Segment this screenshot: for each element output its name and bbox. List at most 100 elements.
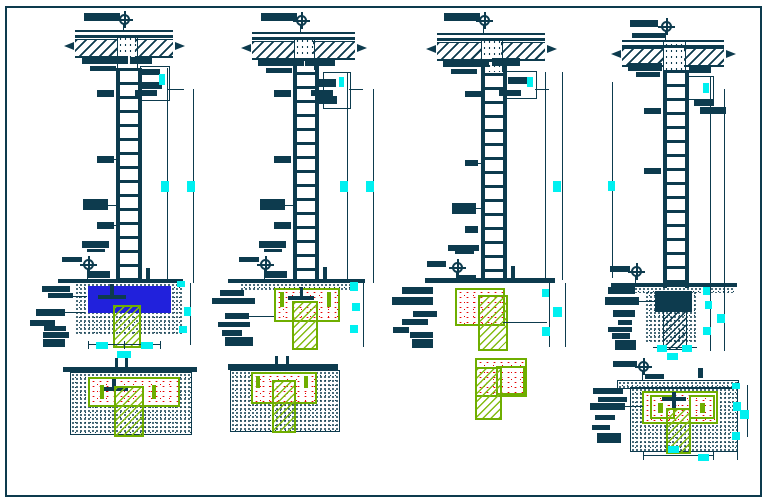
- dimension-value-highlight: [96, 342, 108, 349]
- dimension-value-highlight: [366, 181, 374, 192]
- dimension-value-highlight: [703, 83, 709, 93]
- rebar-mark: [700, 403, 705, 413]
- rebar-outline: [689, 395, 715, 419]
- dimension-line: [737, 382, 738, 460]
- leader-line: [108, 205, 116, 206]
- dimension-value-highlight: [177, 281, 185, 287]
- annotation-text-block: [225, 337, 253, 346]
- dimension-line: [123, 23, 124, 31]
- level-marker-icon: [257, 256, 274, 273]
- dowel-pin: [115, 358, 118, 368]
- annotation-text-block: [444, 13, 480, 21]
- dimension-value-highlight: [657, 345, 667, 352]
- pier-hatch: [475, 367, 502, 420]
- dowel-pin: [511, 266, 515, 279]
- dimension-value-highlight: [733, 402, 741, 411]
- annotation-text-block: [265, 271, 287, 278]
- rebar-mark: [327, 292, 331, 307]
- column-reinforcement-ladder: [481, 59, 507, 281]
- dimension-line: [710, 77, 711, 283]
- dowel-pin: [323, 267, 327, 281]
- annotation-text-block: [644, 108, 661, 114]
- dowel-pin: [125, 358, 128, 368]
- dimension-line: [713, 451, 714, 460]
- annotation-text-block: [457, 275, 476, 281]
- dimension-value-highlight: [141, 342, 153, 349]
- annotation-text-block: [97, 222, 114, 229]
- annotation-text-block: [110, 284, 114, 298]
- annotation-text-block: [258, 58, 304, 66]
- dimension-value-highlight: [667, 353, 678, 360]
- dimension-value-highlight: [352, 303, 360, 311]
- dimension-value-highlight: [682, 345, 692, 352]
- annotation-text-block: [613, 310, 635, 317]
- dimension-value-highlight: [159, 74, 165, 85]
- dimension-value-highlight: [350, 325, 358, 333]
- annotation-text-block: [266, 68, 292, 73]
- leader-line: [639, 301, 655, 302]
- level-marker-icon: [628, 263, 645, 280]
- annotation-text-block: [645, 374, 664, 379]
- break-arrow-icon: [426, 45, 436, 53]
- break-arrow-icon: [175, 42, 185, 50]
- annotation-text-block: [410, 332, 433, 338]
- annotation-text-block: [443, 59, 489, 67]
- pier-hatch: [272, 380, 296, 433]
- annotation-text-block: [393, 327, 409, 333]
- annotation-text-block: [448, 245, 479, 251]
- break-arrow-icon: [357, 44, 367, 52]
- annotation-text-block: [427, 261, 446, 267]
- annotation-text-block: [220, 290, 244, 296]
- dimension-line: [456, 271, 457, 280]
- leader-line: [114, 159, 118, 160]
- annotation-text-block: [274, 156, 291, 163]
- annotation-text-block: [465, 160, 478, 166]
- annotation-text-block: [508, 77, 528, 84]
- annotation-text-block: [36, 309, 65, 316]
- rebar-mark: [280, 292, 284, 307]
- dimension-value-highlight: [527, 77, 533, 87]
- dimension-value-highlight: [740, 410, 749, 419]
- annotation-text-block: [82, 241, 109, 248]
- dowel-pin: [146, 268, 150, 282]
- dimension-line: [88, 341, 89, 349]
- annotation-text-block: [698, 368, 703, 378]
- annotation-text-block: [311, 90, 333, 96]
- annotation-text-block: [605, 297, 639, 305]
- annotation-text-block: [264, 249, 282, 252]
- annotation-text-block: [402, 319, 428, 325]
- annotation-text-block: [618, 320, 632, 325]
- rebar-mark: [100, 385, 104, 399]
- annotation-text-block: [88, 271, 110, 278]
- rebar-mark: [304, 376, 308, 388]
- annotation-text-block: [465, 91, 481, 97]
- annotation-text-block: [83, 199, 108, 210]
- break-arrow-icon: [726, 50, 736, 58]
- annotation-text-block: [82, 56, 128, 64]
- slab-hatch: [501, 42, 545, 61]
- rebar-mark: [658, 403, 663, 413]
- dimension-value-highlight: [339, 77, 344, 87]
- annotation-text-block: [317, 96, 337, 104]
- leader-line: [73, 296, 87, 297]
- dimension-line: [545, 72, 546, 280]
- dimension-value-highlight: [187, 181, 195, 192]
- leader-line: [643, 455, 713, 456]
- dimension-value-highlight: [608, 181, 615, 191]
- column-reinforcement-ladder: [116, 68, 142, 283]
- dimension-value-highlight: [553, 307, 562, 317]
- annotation-text-block: [140, 82, 162, 89]
- column-reinforcement-ladder: [663, 70, 689, 288]
- annotation-text-block: [30, 320, 55, 326]
- annotation-text-block: [592, 425, 610, 430]
- annotation-text-block: [597, 433, 621, 443]
- dimension-line: [87, 268, 88, 282]
- dimension-value-highlight: [668, 446, 679, 453]
- annotation-text-block: [636, 72, 660, 77]
- dimension-line: [562, 72, 563, 280]
